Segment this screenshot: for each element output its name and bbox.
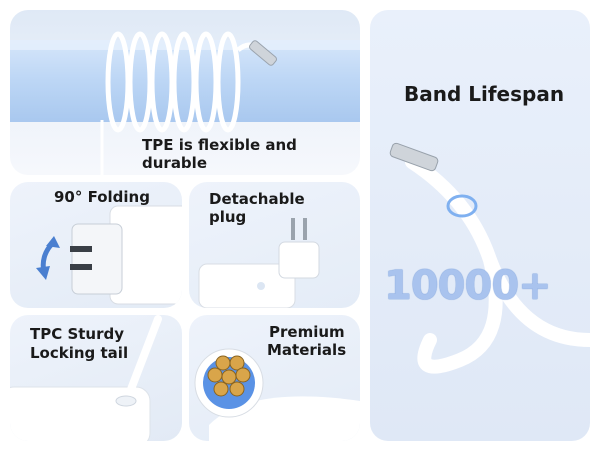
detachable-plug-illustration	[198, 218, 320, 308]
locking-tail-illustration	[10, 315, 162, 441]
magsafe-connector	[389, 142, 439, 172]
plug-caption-line1: Detachable	[209, 190, 305, 208]
panel-flexible-cable: TPE is flexible and durable	[10, 10, 360, 175]
flexible-caption: TPE is flexible and durable	[142, 136, 297, 172]
panel-premium-materials: Premium Materials	[189, 315, 360, 441]
panel-locking-tail: TPC Sturdy Locking tail	[10, 315, 182, 441]
panel-detachable-plug: Detachable plug	[189, 182, 360, 308]
cable-coils	[105, 31, 241, 133]
folding-caption: 90° Folding	[54, 188, 150, 206]
lifespan-number: 10000+	[384, 263, 552, 309]
folding-plug-illustration	[36, 205, 182, 305]
lifespan-cable-illustration	[389, 142, 590, 374]
panel-folding: 90° Folding	[10, 182, 182, 308]
tail-caption-line1: TPC Sturdy	[30, 325, 125, 343]
blue-bar	[10, 40, 360, 122]
cable-cross-section-illustration	[194, 348, 360, 441]
plug-caption-line2: plug	[209, 208, 247, 226]
coiled-cable-illustration	[10, 31, 360, 175]
premium-caption-line2: Materials	[267, 341, 347, 359]
premium-caption-line1: Premium	[269, 323, 345, 341]
tail-caption-line2: Locking tail	[30, 344, 129, 362]
lifespan-title: Band Lifespan	[404, 82, 565, 106]
panel-band-lifespan: Band Lifespan 10000+	[370, 10, 590, 441]
magsafe-connector	[249, 40, 277, 66]
